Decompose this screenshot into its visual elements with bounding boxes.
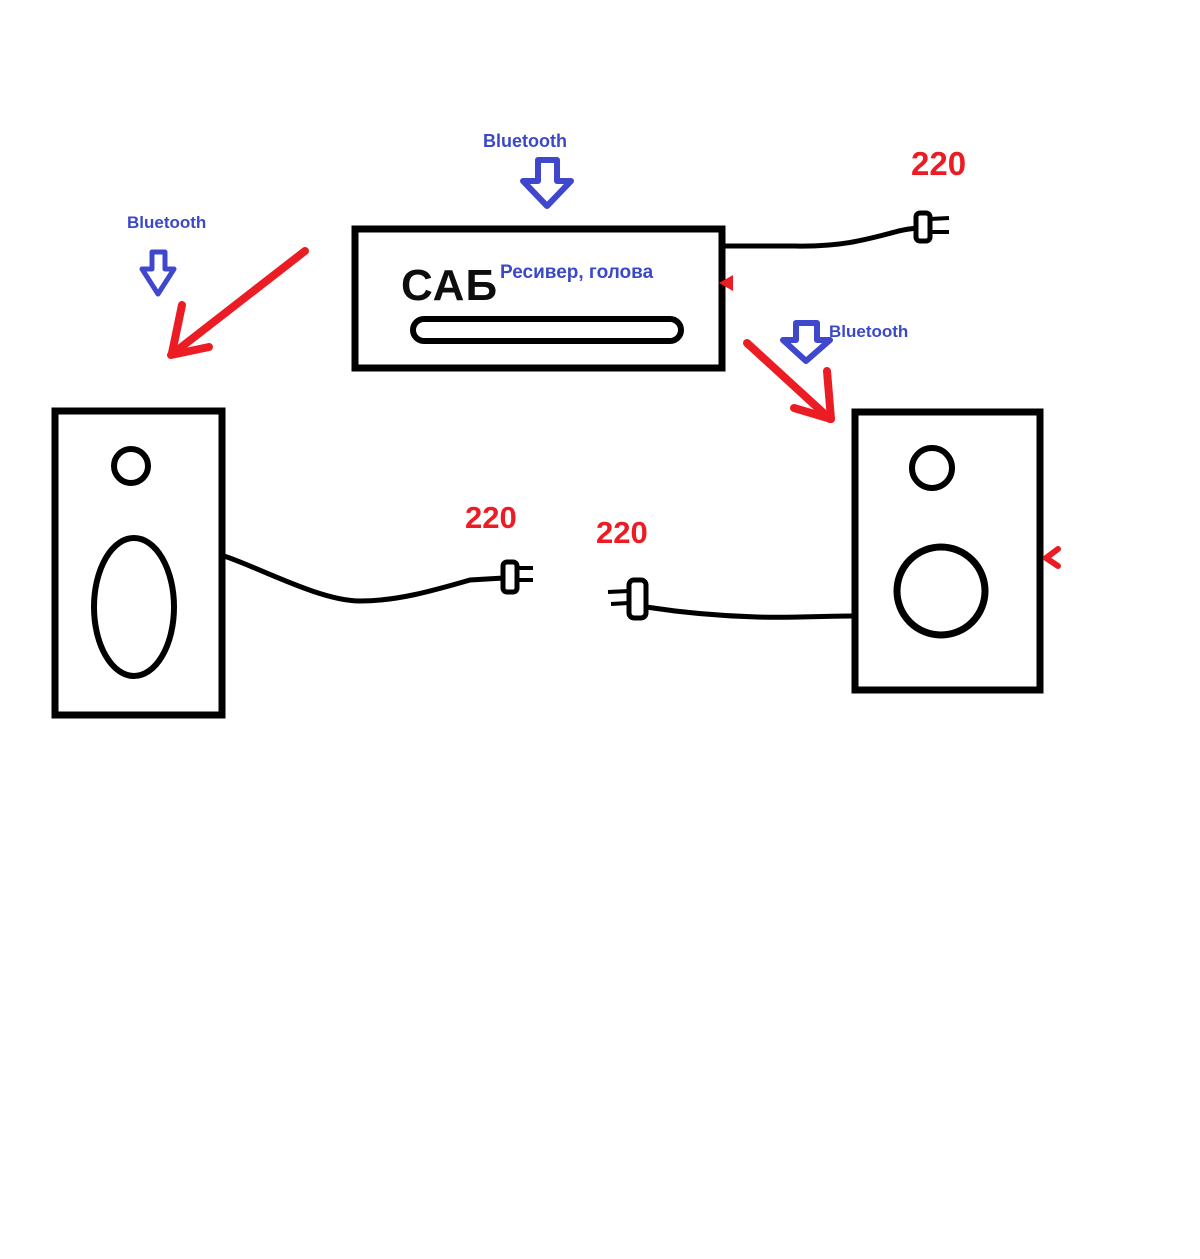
arrowhead-icon-receiver bbox=[719, 275, 733, 291]
down-arrow-icon-top bbox=[520, 157, 574, 209]
receiver-disc-slot bbox=[410, 316, 684, 344]
red-arrow-to-right-speaker bbox=[743, 339, 835, 423]
receiver-box bbox=[351, 225, 726, 372]
right-speaker bbox=[851, 408, 1044, 694]
plug-icon bbox=[607, 577, 649, 621]
voltage-label-right-speaker: 220 bbox=[596, 515, 648, 550]
left-speaker-box bbox=[51, 407, 226, 719]
voltage-label-left-speaker: 220 bbox=[465, 500, 517, 535]
arrowhead-icon-right-speaker bbox=[1043, 546, 1061, 569]
sub-label: САБ bbox=[401, 261, 499, 310]
plug-icon bbox=[913, 210, 950, 244]
right-speaker-woofer bbox=[893, 543, 989, 639]
receiver-label: Ресивер, голова bbox=[500, 262, 654, 283]
right-speaker-tweeter bbox=[909, 445, 955, 491]
power-cord-line bbox=[221, 553, 507, 604]
red-arrow-to-left-speaker bbox=[167, 247, 309, 359]
right-speaker-box bbox=[851, 408, 1044, 694]
left-speaker-power-cord bbox=[221, 553, 533, 604]
left-speaker-woofer bbox=[91, 535, 177, 679]
power-cord-line bbox=[722, 225, 920, 249]
power-cord-line bbox=[643, 604, 855, 620]
bluetooth-label-right: Bluetooth bbox=[829, 322, 909, 341]
voltage-label-receiver: 220 bbox=[911, 145, 967, 182]
down-arrow-icon-left bbox=[139, 249, 177, 297]
bluetooth-label-left: Bluetooth bbox=[127, 213, 207, 232]
plug-icon bbox=[500, 559, 533, 595]
receiver-power-cord bbox=[722, 210, 950, 249]
left-speaker bbox=[51, 407, 226, 719]
bluetooth-label-top: Bluetooth bbox=[483, 131, 567, 151]
left-speaker-tweeter bbox=[111, 446, 151, 486]
down-arrow-icon-right bbox=[780, 320, 833, 364]
right-speaker-power-cord bbox=[607, 577, 855, 621]
receiver-unit bbox=[351, 225, 726, 372]
